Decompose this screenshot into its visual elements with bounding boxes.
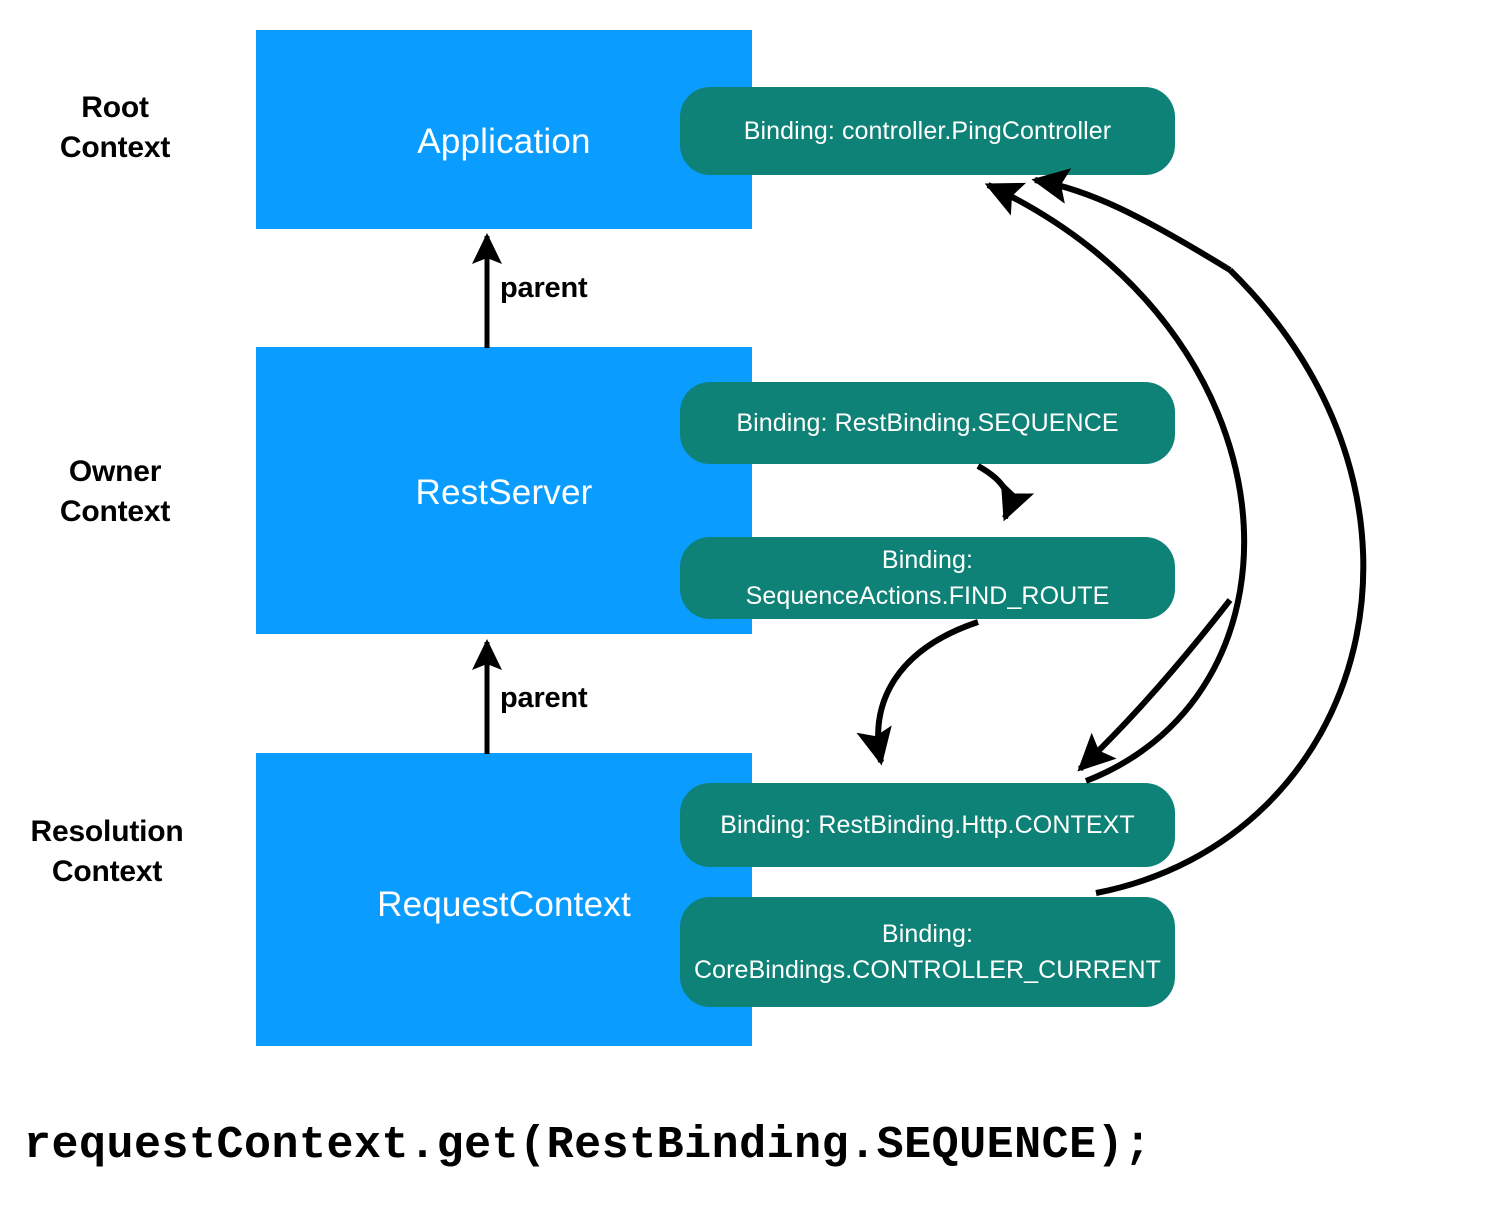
- binding-pill-core-bindings-controller-current[interactable]: Binding: CoreBindings.CONTROLLER_CURRENT: [680, 897, 1175, 1007]
- relation-label-parent-top: parent: [500, 272, 588, 304]
- arrow-ping-controller-to-controller-current: [1031, 168, 1232, 273]
- binding-pill-rest-binding-http-context-label: Binding: RestBinding.Http.CONTEXT: [720, 811, 1135, 839]
- binding-pill-sequence-actions-find-route[interactable]: Binding: SequenceActions.FIND_ROUTE: [680, 537, 1175, 619]
- binding-pill-rest-binding-sequence[interactable]: Binding: RestBinding.SEQUENCE: [680, 382, 1175, 464]
- binding-pill-core-bindings-controller-current-label: Binding: CoreBindings.CONTROLLER_CURRENT: [693, 920, 1162, 984]
- binding-pill-ping-controller[interactable]: Binding: controller.PingController: [680, 87, 1175, 175]
- binding-pill-rest-binding-sequence-label: Binding: RestBinding.SEQUENCE: [736, 409, 1119, 437]
- code-caption: requestContext.get(RestBinding.SEQUENCE)…: [24, 1120, 1152, 1171]
- context-label-root: Root Context: [59, 91, 171, 164]
- binding-pill-ping-controller-label: Binding: controller.PingController: [743, 117, 1112, 145]
- context-box-requestcontext-title: RequestContext: [377, 885, 631, 924]
- context-box-restserver[interactable]: RestServer: [256, 347, 752, 634]
- arrow-http-context-to-ping-controller: [984, 182, 1248, 784]
- context-box-application[interactable]: Application: [256, 30, 752, 229]
- arrow-find-route-to-http-context: [856, 619, 979, 766]
- context-label-resolution: Resolution Context: [30, 815, 184, 888]
- context-box-restserver-title: RestServer: [415, 473, 593, 512]
- context-box-application-title: Application: [417, 122, 591, 161]
- context-label-owner: Owner Context: [59, 455, 171, 528]
- binding-pill-rest-binding-http-context[interactable]: Binding: RestBinding.Http.CONTEXT: [680, 783, 1175, 867]
- arrow-sequence-to-find-route: [976, 463, 1035, 522]
- relation-label-parent-bottom: parent: [500, 682, 588, 714]
- context-box-requestcontext[interactable]: RequestContext: [256, 753, 752, 1046]
- binding-pill-sequence-actions-find-route-label: Binding: SequenceActions.FIND_ROUTE: [745, 546, 1110, 610]
- arrow-return-into-http-context: [1077, 598, 1233, 772]
